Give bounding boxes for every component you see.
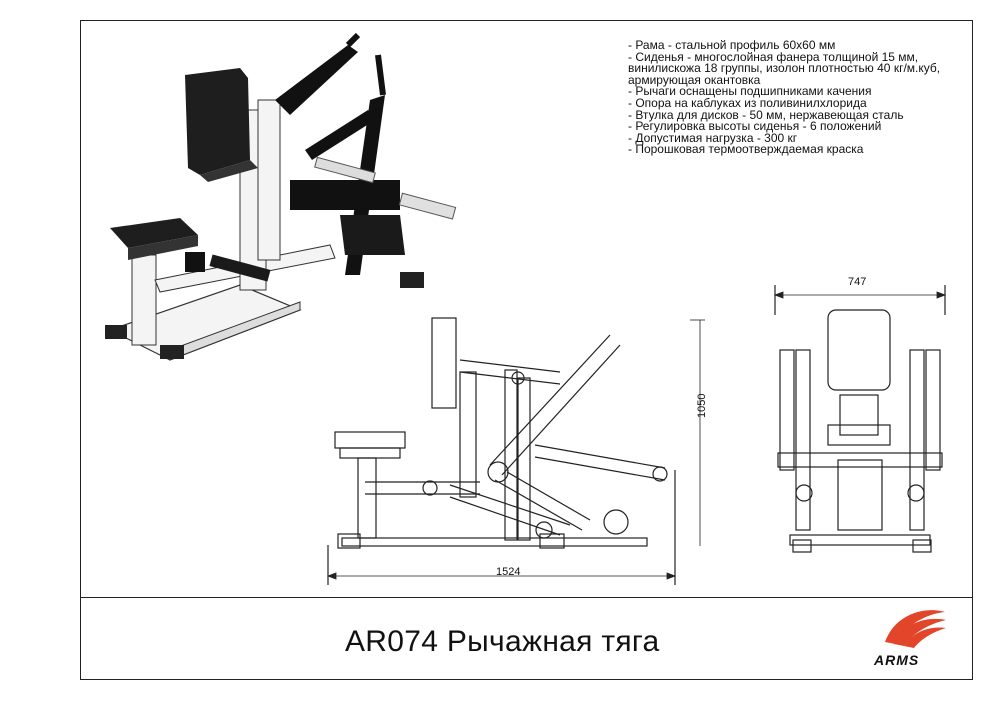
- spec-line: - Регулировка высоты сиденья - 6 положен…: [628, 119, 882, 134]
- spec-line: винилискожа 18 группы, изолон плотностью…: [628, 61, 941, 76]
- spec-line: - Порошковая термоотверждаемая краска: [628, 142, 864, 157]
- width-dimension: 747: [848, 276, 867, 288]
- front-view-drawing: [773, 285, 947, 553]
- arms-logo-icon: [885, 610, 946, 648]
- length-dimension: 1524: [496, 566, 521, 578]
- product-title: AR074 Рычажная тяга: [345, 625, 660, 658]
- spec-line: армирующая окантовка: [628, 72, 761, 87]
- machine-3d-render: [105, 32, 457, 361]
- spec-line: - Втулка для дисков - 50 мм, нержавеющая…: [628, 107, 904, 122]
- spec-line: - Рама - стальной профиль 60х60 мм: [628, 38, 836, 52]
- logo-wordmark: ARMS: [874, 652, 920, 668]
- title-block-divider: [80, 597, 973, 598]
- spec-list: - Рама - стальной профиль 60х60 мм - Сид…: [628, 38, 973, 157]
- height-dimension: 1050: [696, 393, 708, 418]
- spec-line: - Сиденья - многослойная фанера толщиной…: [628, 49, 919, 64]
- spec-line: - Рычаги оснащены подшипниками качения: [628, 84, 872, 99]
- spec-line: - Опора на каблуках из поливинилхлорида: [628, 95, 867, 110]
- drawing-frame: [80, 20, 973, 680]
- side-view-drawing: [326, 317, 705, 585]
- spec-line: - Допустимая нагрузка - 300 кг: [628, 130, 798, 145]
